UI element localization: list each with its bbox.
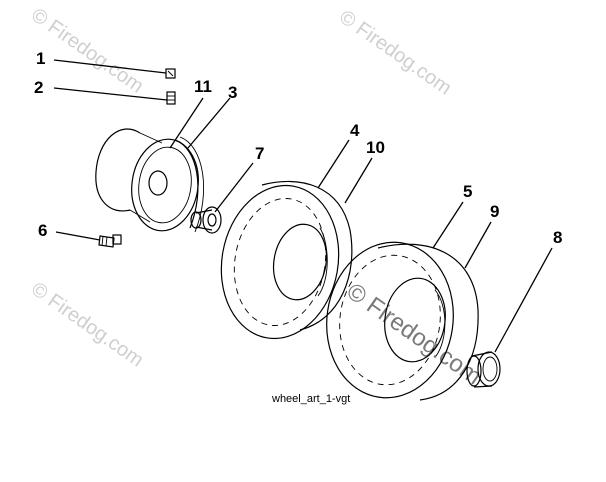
callout-6: 6 — [38, 221, 47, 240]
leader-5 — [432, 201, 464, 249]
watermark-bottom-left: © Firedog.com — [27, 278, 147, 371]
callout-1: 1 — [36, 49, 45, 68]
callout-8: 8 — [553, 228, 562, 247]
rim-hub-hole — [148, 170, 168, 196]
leader-7 — [214, 162, 254, 213]
callout-9: 9 — [490, 202, 499, 221]
leader-3 — [187, 97, 231, 149]
watermark-top-right: © Firedog.com — [335, 6, 455, 99]
leader-1 — [53, 59, 167, 74]
watermark-group: © Firedog.com © Firedog.com © Firedog.co… — [27, 4, 486, 390]
callout-10: 10 — [366, 138, 385, 157]
callout-3: 3 — [228, 83, 237, 102]
part-7-bushing — [190, 206, 222, 234]
leader-lines — [53, 59, 553, 353]
part-1-lug-bolt — [165, 68, 176, 79]
callout-4: 4 — [350, 121, 360, 140]
callout-11: 11 — [194, 77, 212, 96]
part-6-bolt — [98, 234, 122, 248]
callout-2: 2 — [34, 78, 43, 97]
leader-6 — [55, 231, 101, 241]
leader-11 — [169, 97, 204, 149]
leader-2 — [53, 87, 168, 101]
watermark-center: © Firedog.com — [342, 278, 487, 391]
part-8-hub-cap — [466, 351, 501, 388]
callout-7: 7 — [255, 144, 264, 163]
part-4-10-tire-left — [220, 180, 353, 340]
part-5-9-tire-right — [326, 241, 479, 401]
callout-5: 5 — [463, 182, 472, 201]
leader-10 — [344, 157, 373, 204]
callout-labels: 1 2 11 3 7 6 4 10 5 9 8 — [34, 49, 562, 247]
part-rim-assembly — [95, 128, 205, 233]
leader-8 — [494, 247, 553, 353]
leader-9 — [464, 221, 492, 269]
leader-4 — [317, 139, 350, 189]
diagram-caption: wheel_art_1-vgt — [271, 393, 350, 405]
part-3-rim-edge — [174, 139, 199, 229]
part-2-valve-stem — [166, 91, 176, 105]
